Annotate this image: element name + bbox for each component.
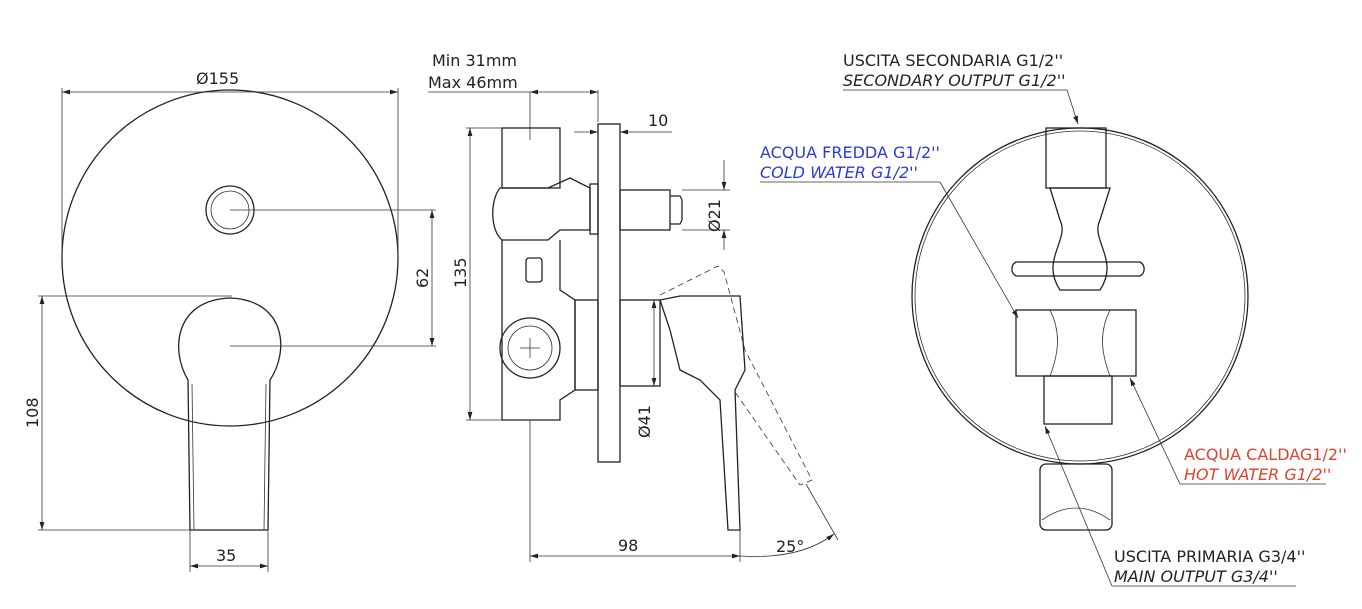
main-output-label-it: USCITA PRIMARIA G3/4'' xyxy=(1114,547,1305,566)
dim-108: 108 xyxy=(23,397,42,428)
secondary-output-label-en: SECONDARY OUTPUT G1/2'' xyxy=(843,71,1065,90)
dim-10: 10 xyxy=(648,111,668,130)
main-output-label-en: MAIN OUTPUT G3/4'' xyxy=(1114,567,1278,586)
hot-water-label-it: ACQUA CALDAG1/2'' xyxy=(1184,445,1347,464)
rear-plate xyxy=(911,127,1249,465)
dim-angle-25: 25° xyxy=(776,537,804,556)
lever-handle xyxy=(659,295,746,531)
cold-water-label-en: COLD WATER G1/2'' xyxy=(760,163,918,182)
dim-35: 35 xyxy=(216,546,236,565)
lever-rotated xyxy=(659,265,813,486)
cold-water-label-it: ACQUA FREDDA G1/2'' xyxy=(760,143,940,162)
front-view: Ø155 62 108 35 xyxy=(23,69,436,572)
dim-135: 135 xyxy=(451,257,470,288)
dim-diameter-41: Ø41 xyxy=(635,405,654,438)
wall-min-label: Min 31mm xyxy=(432,51,517,70)
dim-diameter-155: Ø155 xyxy=(196,69,239,88)
handle xyxy=(178,297,282,531)
dim-98: 98 xyxy=(618,536,638,555)
dim-62: 62 xyxy=(413,268,432,288)
cover-plate xyxy=(61,89,399,427)
hot-water-label-en: HOT WATER G1/2'' xyxy=(1184,465,1331,484)
dim-diameter-21: Ø21 xyxy=(705,199,724,232)
wall-plate xyxy=(597,123,621,463)
secondary-output-label-it: USCITA SECONDARIA G1/2'' xyxy=(843,51,1063,70)
valve-body xyxy=(492,127,683,421)
side-view: Min 31mm Max 46mm 10 xyxy=(428,51,839,562)
rear-view: USCITA SECONDARIA G1/2'' SECONDARY OUTPU… xyxy=(760,51,1347,587)
wall-max-label: Max 46mm xyxy=(428,73,518,92)
